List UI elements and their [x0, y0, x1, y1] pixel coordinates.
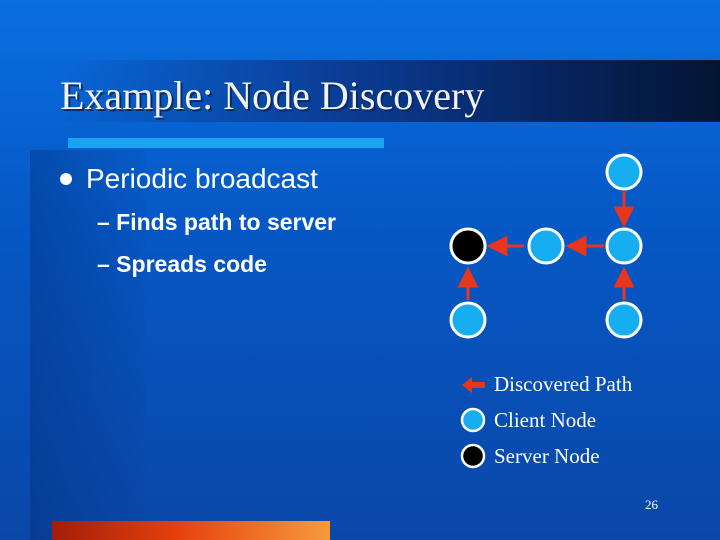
- page-number: 26: [645, 497, 658, 512]
- legend-client-node: Client Node: [460, 407, 596, 433]
- footer-accent-bar: [52, 521, 330, 540]
- decorative-strip: [30, 150, 145, 540]
- server-node: [449, 227, 487, 265]
- sub-bullet-finds-path: – Finds path to server: [97, 209, 337, 235]
- legend-discovered-path: Discovered Path: [460, 372, 632, 397]
- client-node: [605, 301, 643, 339]
- client-node: [449, 301, 487, 339]
- bullet-item: Periodic broadcast: [60, 163, 318, 195]
- title-band: [55, 60, 720, 122]
- sub-bullet-spreads-code: – Spreads code: [97, 251, 268, 277]
- legend-label-discovered-path: Discovered Path: [494, 372, 633, 396]
- client-node: [605, 227, 643, 265]
- client-node: [527, 227, 565, 265]
- node-discovery-diagram: [449, 153, 643, 339]
- legend-label-server-node: Server Node: [494, 443, 600, 468]
- title-underline: [68, 138, 384, 148]
- bullet-icon: [60, 173, 72, 185]
- client-node-icon: [460, 407, 486, 433]
- slide-title: Example: Node Discovery: [60, 73, 485, 118]
- legend-label-client-node: Client Node: [494, 407, 597, 432]
- arrow-left-icon: [462, 376, 485, 393]
- legend-server-node: Server Node: [460, 443, 600, 469]
- bullet-text: Periodic broadcast: [86, 163, 318, 194]
- server-node-icon: [460, 443, 486, 469]
- client-node: [605, 153, 643, 191]
